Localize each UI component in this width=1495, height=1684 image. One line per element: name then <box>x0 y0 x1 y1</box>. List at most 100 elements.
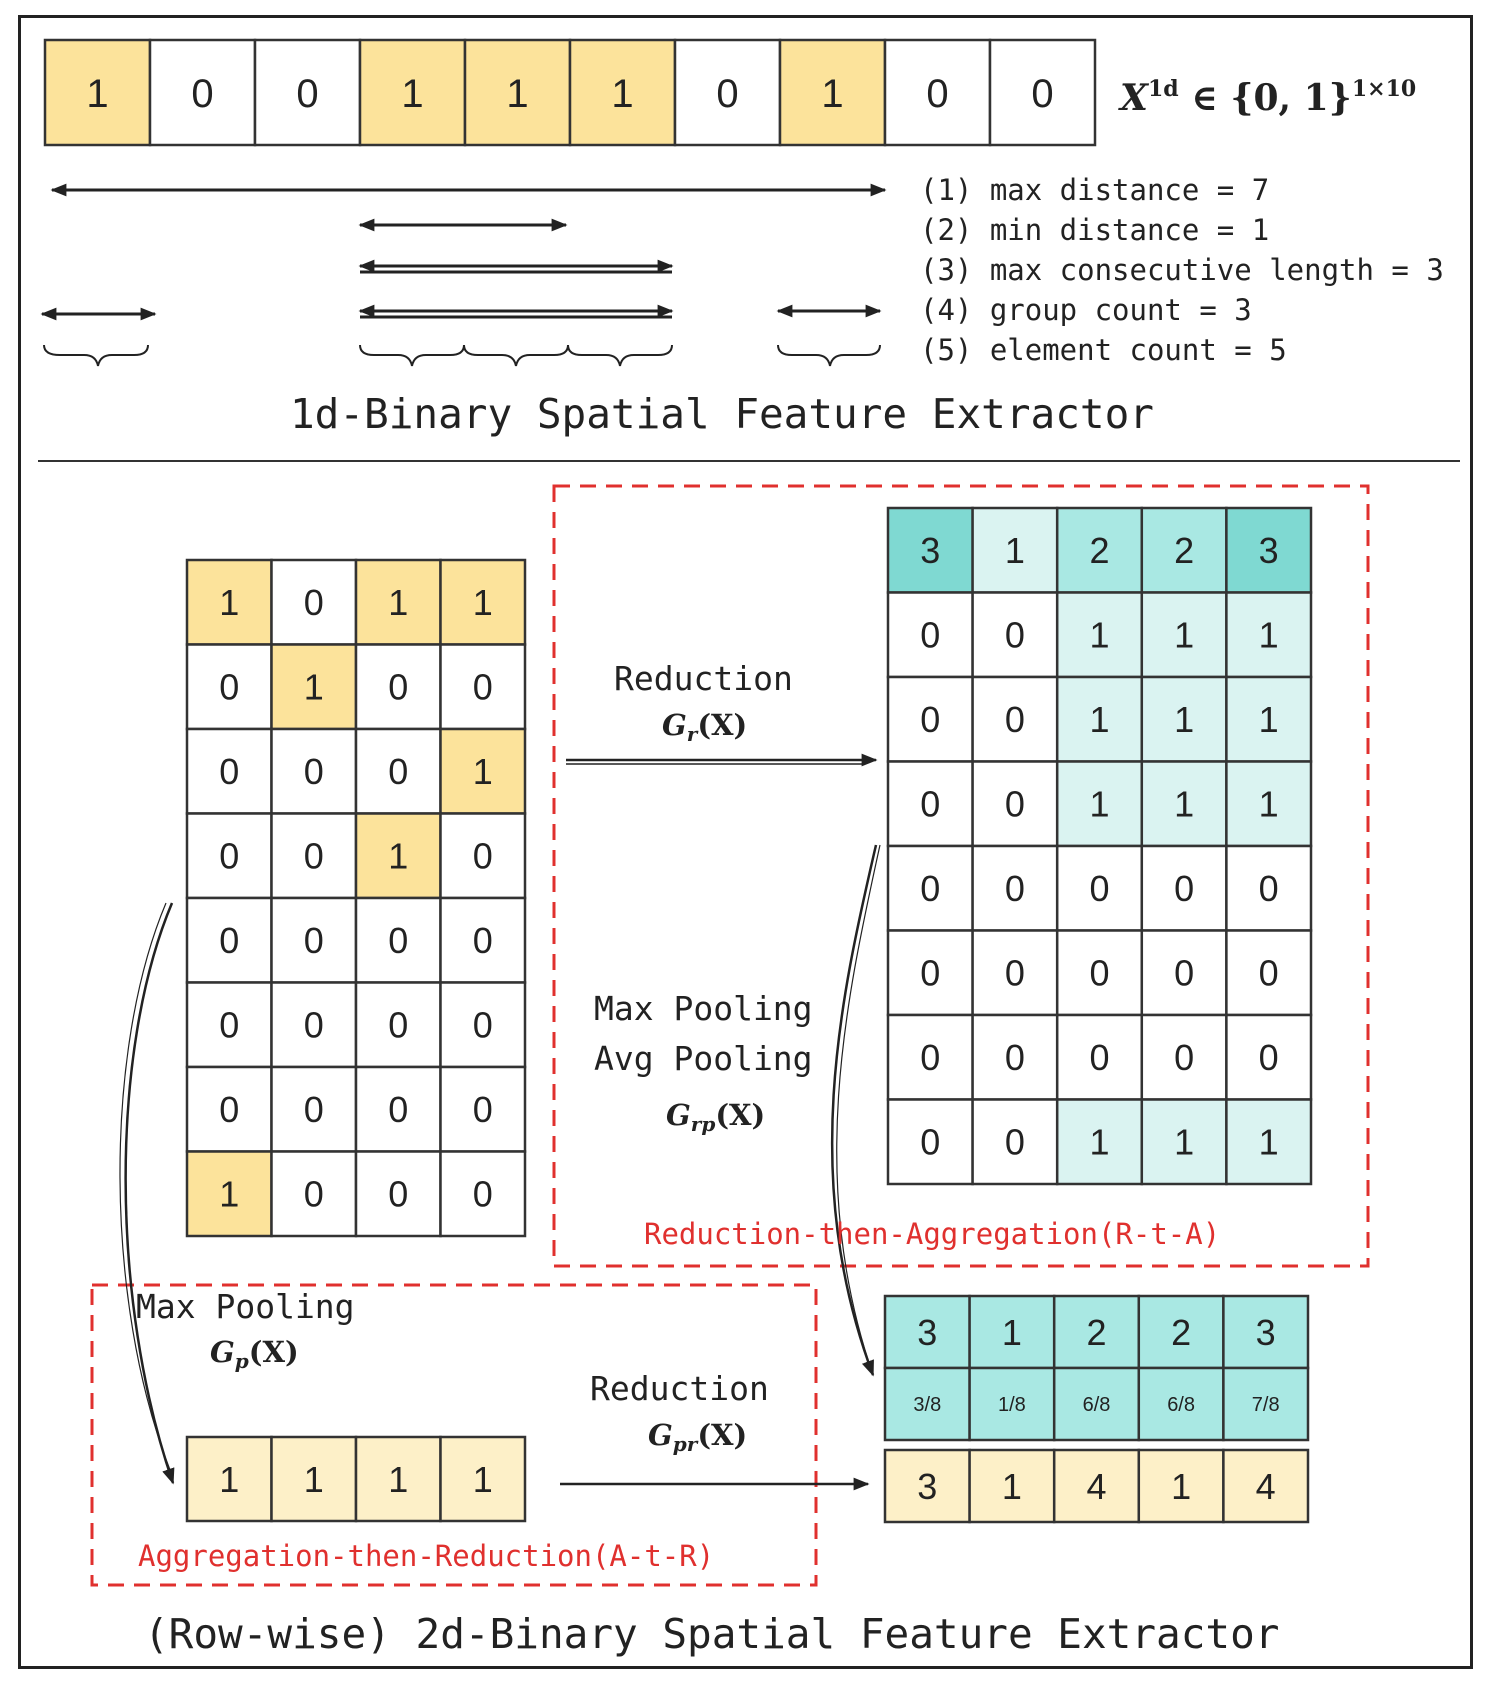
rta-cell-bg <box>1140 929 1228 1017</box>
input-cell: 0 <box>304 751 324 792</box>
rta-reduction-formula: Gr(X) <box>662 708 747 746</box>
input-cell: 0 <box>304 1174 324 1215</box>
rta-cell: 1 <box>1089 1122 1109 1163</box>
input-cell: 1 <box>473 582 493 623</box>
rta-cell-bg <box>1225 1098 1313 1186</box>
rta-reduction-label: Reduction <box>614 659 793 698</box>
rta-result-fraction-bg <box>1052 1366 1141 1442</box>
atr-result-cell: 4 <box>1086 1466 1106 1507</box>
atr-result-cell-bg <box>968 1448 1056 1524</box>
rta-cell: 1 <box>1089 784 1109 825</box>
rta-cell: 0 <box>920 953 940 994</box>
input-cell-bg <box>439 812 527 900</box>
element-braces <box>43 344 881 367</box>
rta-cell-bg <box>1140 1013 1228 1101</box>
atr-result-cell: 1 <box>1171 1466 1191 1507</box>
rta-cell: 0 <box>1174 953 1194 994</box>
atr-reduction-formula: Gpr(X) <box>648 1418 747 1456</box>
input-cell-bg <box>354 896 442 984</box>
input-cell: 0 <box>219 667 239 708</box>
sequence-cell: 0 <box>716 72 738 116</box>
rta-cell-bg <box>1055 1098 1144 1186</box>
rta-result-fraction-bg <box>1222 1366 1310 1442</box>
rta-cell-bg <box>1225 591 1313 679</box>
input-cell: 0 <box>388 920 408 961</box>
input-cell-bg <box>439 558 527 646</box>
input-cell-bg <box>185 1065 273 1153</box>
pooled-cell: 1 <box>304 1459 324 1500</box>
section1-title: 1d-Binary Spatial Feature Extractor <box>290 390 1154 438</box>
rta-header-cell: 1 <box>1005 530 1025 571</box>
rta-cell: 0 <box>1089 1037 1109 1078</box>
rta-pooling-arrow <box>830 844 878 1377</box>
input-cell-bg <box>354 558 442 646</box>
rta-maxpool-label: Max Pooling <box>594 989 813 1028</box>
brace-1 <box>43 344 149 367</box>
sequence-cell: 0 <box>926 72 948 116</box>
input-cell: 0 <box>473 920 493 961</box>
atr-box-label: Aggregation-then-Reduction(A-t-R) <box>138 1539 714 1573</box>
atr-pooling-arrow-double <box>119 902 171 1471</box>
input-cell: 1 <box>219 582 239 623</box>
rta-cell: 0 <box>920 868 940 909</box>
sequence-cell-bg <box>43 38 152 147</box>
input-cell: 0 <box>304 1089 324 1130</box>
rta-cell: 0 <box>1089 953 1109 994</box>
input-cell: 0 <box>388 751 408 792</box>
atr-maxpool-label: Max Pooling <box>136 1287 355 1326</box>
input-cell-bg <box>354 1065 442 1153</box>
atr-result-cell-bg <box>1137 1448 1225 1524</box>
input-cell: 0 <box>304 582 324 623</box>
formula-x1d: X1d ∈ {0, 1}1×10 <box>1118 76 1416 119</box>
rta-cell-bg <box>1225 760 1313 848</box>
atr-result-cell-bg <box>883 1448 971 1524</box>
input-cell: 0 <box>388 1174 408 1215</box>
rta-result-fraction: 6/8 <box>1167 1394 1195 1416</box>
atr-dashed-box <box>90 1283 818 1587</box>
rta-result-count: 3 <box>1256 1312 1276 1353</box>
feature-4: (4) group count = 3 <box>920 293 1252 327</box>
input-cell-bg <box>185 812 273 900</box>
input-cell: 1 <box>388 836 408 877</box>
rta-cell: 1 <box>1259 1122 1279 1163</box>
rta-cell-bg <box>886 760 974 848</box>
feature-arrows <box>40 183 887 321</box>
rta-result-fraction: 6/8 <box>1083 1394 1111 1416</box>
input-cell-bg <box>270 1065 358 1153</box>
rta-cell: 1 <box>1259 699 1279 740</box>
rta-result-count: 3 <box>917 1312 937 1353</box>
rta-cell-bg <box>1055 760 1144 848</box>
sequence-cell: 1 <box>401 72 423 116</box>
input-cell: 0 <box>473 667 493 708</box>
rta-pooling-formula: Grp(X) <box>666 1098 765 1136</box>
input-cell: 0 <box>219 1005 239 1046</box>
rta-cell: 0 <box>1089 868 1109 909</box>
brace-5 <box>777 344 881 367</box>
rta-header-cell: 3 <box>1259 530 1279 571</box>
rta-cell: 0 <box>1174 868 1194 909</box>
input-cell-bg <box>439 1150 527 1238</box>
input-cell: 0 <box>219 836 239 877</box>
rta-cell-bg <box>1225 844 1313 932</box>
rta-cell: 1 <box>1174 615 1194 656</box>
rta-cell: 0 <box>1259 868 1279 909</box>
rta-result-count-bg <box>1137 1294 1225 1370</box>
rta-cell-bg <box>1140 675 1228 763</box>
sequence-cell: 1 <box>506 72 528 116</box>
rta-cell-bg <box>1225 1013 1313 1101</box>
input-cell-bg <box>185 896 273 984</box>
atr-result-cell-bg <box>1052 1448 1141 1524</box>
input-cell: 0 <box>473 1005 493 1046</box>
feature-list: (1) max distance = 7 (2) min distance = … <box>920 173 1444 367</box>
pooled-cell-bg <box>270 1435 358 1523</box>
rta-cell: 0 <box>920 615 940 656</box>
input-cell: 0 <box>473 836 493 877</box>
input-cell: 0 <box>219 1089 239 1130</box>
atr-result-cell: 3 <box>917 1466 937 1507</box>
rta-result-count-bg <box>968 1294 1056 1370</box>
